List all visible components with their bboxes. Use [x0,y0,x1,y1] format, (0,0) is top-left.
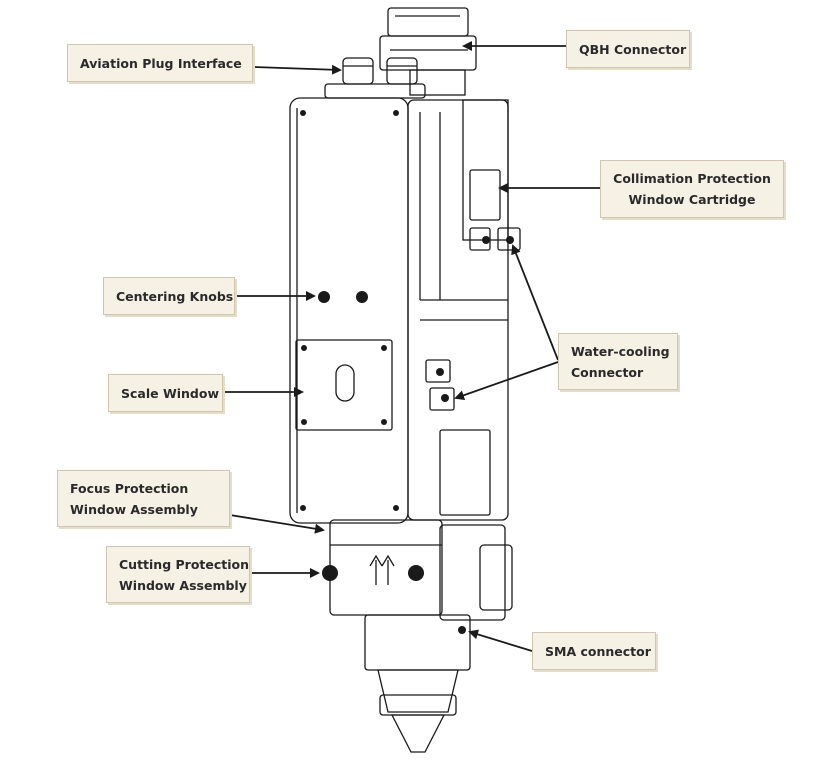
label-centering: Centering Knobs [103,277,235,315]
sma-body [479,544,513,611]
cutting-assembly [329,519,443,616]
main-body [289,97,409,524]
knobs [300,110,514,634]
sma-port [458,626,466,634]
label-qbh-text: QBH Connector [579,41,687,57]
arrow-sma [468,629,533,652]
arrow-aviation-plug [252,64,342,75]
label-scale-text: Scale Window [121,385,220,401]
label-cutting-line2: Window Assembly [119,577,247,593]
label-centering-text: Centering Knobs [116,288,234,304]
aviation-plug-1 [342,57,374,85]
arrow-water-1 [511,244,559,361]
right-column [407,99,509,521]
label-collimation-line2: Window Cartridge [628,192,756,207]
label-focus-line1: Focus Protection [70,480,189,496]
label-water-cooling: Water-cooling Connector [558,333,678,390]
label-sma-text: SMA connector [545,643,651,659]
arrow-focus [229,514,325,534]
collimation-cartridge [469,169,501,221]
scale-window-plate [295,339,393,431]
label-aviation-plug-text: Aviation Plug Interface [80,55,242,71]
head-outline [289,7,521,753]
aviation-plug-2 [386,57,418,85]
label-aviation-plug: Aviation Plug Interface [67,44,253,82]
label-water-line1: Water-cooling [571,343,670,359]
scale-slot [335,364,355,402]
label-sma: SMA connector [532,632,656,670]
label-cutting-line1: Cutting Protection [119,556,250,572]
leader-arrows [223,41,600,652]
label-scale-window: Scale Window [108,374,223,412]
label-collimation-line1: Collimation Protection [613,171,771,186]
centering-knob-1 [318,291,330,303]
label-water-line2: Connector [571,364,644,380]
side-panel [439,429,491,516]
arrow-water-2 [454,361,559,401]
cutting-knob-2 [408,565,424,581]
label-focus-protection: Focus Protection Window Assembly [57,470,230,527]
cutting-knob-1 [322,565,338,581]
label-qbh: QBH Connector [566,30,690,68]
label-focus-line2: Window Assembly [70,501,198,517]
label-cutting-protection: Cutting Protection Window Assembly [106,546,250,603]
label-collimation: Collimation Protection Window Cartridge [600,160,784,218]
centering-knob-2 [356,291,368,303]
